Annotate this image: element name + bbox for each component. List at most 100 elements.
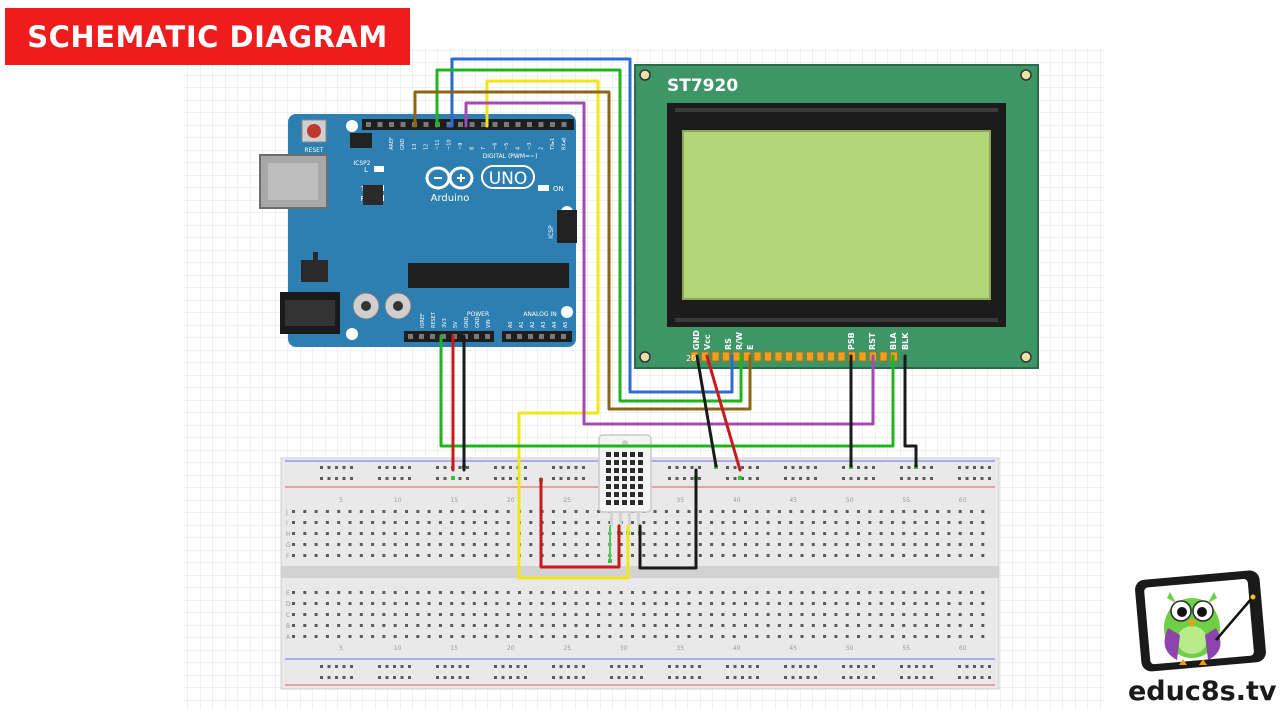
arduino-brand-label: Arduino [431,193,470,204]
wire-yellow-pin7-dht [485,79,630,580]
pin-label-digital: ~9 [458,143,464,150]
reset-label: RESET [304,147,324,154]
pin-label-power: IOREF [420,313,426,328]
breadboard-column-number: 25 [563,497,571,504]
lcd-pin-label: BLK [901,332,910,350]
lcd-pin-label: Vcc [703,334,712,350]
breadboard-row-letter: E [286,590,290,597]
breadboard-row-letter: H [286,531,291,538]
breadboard-row-letter: C [286,612,290,619]
owl-logo-icon [1135,570,1266,672]
wire-black-lcd-blk [903,354,918,468]
digital-header [362,119,574,130]
pin-label-analog: A1 [519,321,525,328]
lcd-pin-label: R/W [735,332,744,350]
breadboard-column-number: 35 [676,645,684,652]
lcd-screen [682,130,991,300]
pin-label-digital: ~10 [447,139,453,150]
voltage-regulator [301,260,328,282]
arduino-pcb [288,114,576,347]
breadboard-row-letter: D [286,601,291,608]
pin-label-analog: A4 [552,321,558,328]
pin-label-digital: ~3 [527,143,533,150]
wire-purple-pin8-rst [464,101,875,426]
power-header [404,331,494,342]
breadboard-column-number: 20 [507,497,515,504]
lcd-pin1-label: 20 [686,354,696,363]
pin-label-digital: 7 [481,147,487,150]
lcd-pin-label: GND [692,330,701,350]
breadboard-column-number: 45 [789,645,797,652]
breadboard-column-number: 60 [959,645,967,652]
wire-red-lcd-vcc [705,354,742,472]
breadboard-column-number: 55 [902,645,910,652]
lcd-pin-label: PSB [847,332,856,350]
breadboard-row-letter: G [286,542,291,549]
breadboard-column-number: 5 [339,645,343,652]
pin-label-digital: ~5 [504,143,510,150]
pin-label-power: VIN [486,319,492,328]
icsp2-header [350,133,372,148]
arduino-logo-icon [425,166,474,190]
breadboard-column-number: 5 [339,497,343,504]
wires [413,57,918,580]
lcd-pin-label: RS [724,338,733,350]
uno-label: UNO [489,169,528,189]
breadboard-column-number: 15 [450,645,458,652]
pin-label-analog: A0 [508,321,514,328]
microcontroller-chip [408,263,569,288]
breadboard-column-number: 50 [846,645,854,652]
pin-label-power: GND [475,316,481,328]
wire-black-dht-gnd [638,468,698,570]
analog-label: ANALOG IN [523,311,556,318]
breadboard-column-number: 10 [394,645,402,652]
breadboard-row-letter: A [286,634,291,641]
breadboard-column-number: 30 [620,645,628,652]
page-title: SCHEMATIC DIAGRAM [27,19,388,54]
small-chip [363,185,383,205]
breadboard-row-letter: F [286,553,290,560]
pin-label-power: GND [464,316,470,328]
breadboard-column-number: 45 [789,497,797,504]
wire-green-pin11-rw [435,68,743,403]
pin-label-analog: A3 [541,321,547,328]
breadboard-column-number: 20 [507,645,515,652]
pin-label-aref: AREF [389,137,395,150]
breadboard-column-number: 55 [902,497,910,504]
breadboard-row-letter: J [285,509,288,516]
led-l-label: L [364,166,368,174]
pin-label-power: 3V3 [442,318,448,328]
lcd-model-label: ST7920 [667,76,738,96]
icsp-header [557,210,577,243]
breadboard-column-number: 15 [450,497,458,504]
breadboard-column-number: 10 [394,497,402,504]
wire-blue-pin10-rs [446,57,734,394]
pin-label-digital: 4 [516,147,522,150]
pin-label-digital: TX▸1 [550,138,556,151]
icsp-label: ICSP [548,225,555,239]
breadboard-column-number: 35 [676,497,684,504]
analog-header [502,331,572,342]
brand-label: educ8s.tv [1128,676,1277,707]
digital-label: DIGITAL (PWM=~) [483,153,538,160]
power-label: POWER [467,311,489,318]
pin-label-gnd: GND [400,138,406,150]
breadboard-row-letter: B [286,623,290,630]
wire-brown-pin13-e [413,90,752,411]
on-label: ON [553,185,564,193]
breadboard-row-letter: I [286,520,288,527]
pin-label-power: RESET [431,311,437,328]
pin-label-digital: 2 [539,147,545,150]
pin-label-analog: A2 [530,321,536,328]
breadboard-column-number: 60 [959,497,967,504]
breadboard-column-number: 40 [733,497,741,504]
lcd-pin-label: E [746,345,755,350]
pin-label-digital: ~11 [435,139,441,150]
pin-label-digital: ~6 [493,143,499,150]
wire-red-dht-vcc [539,477,621,569]
wire-green-3v3-bla [439,334,895,448]
lcd-pin-label: BLA [889,332,898,350]
